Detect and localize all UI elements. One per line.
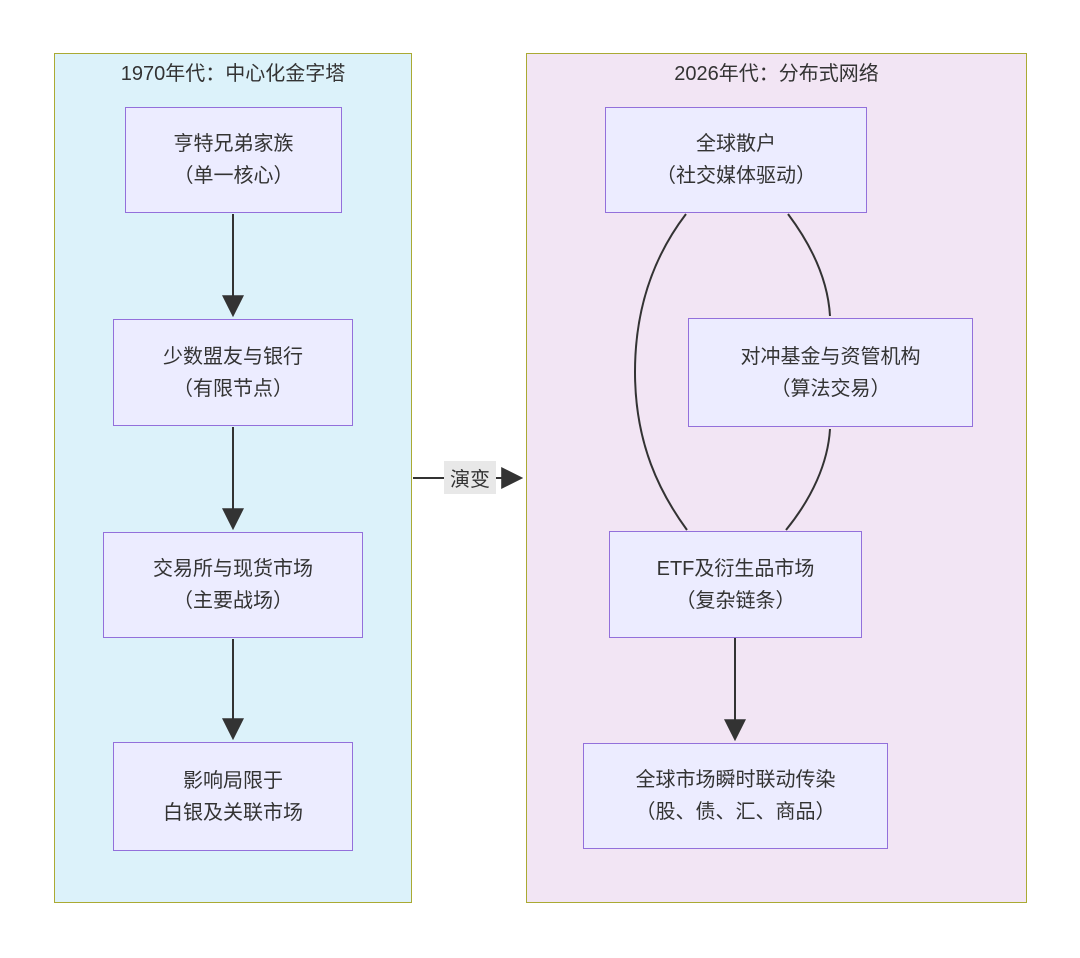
cluster-1970s-title: 1970年代：中心化金字塔 bbox=[120, 63, 346, 85]
node-hunt-family: 亨特兄弟家族 （单一核心） bbox=[125, 107, 342, 213]
node-hedge-funds-line2: （算法交易） bbox=[770, 377, 891, 400]
node-global-retail: 全球散户 （社交媒体驱动） bbox=[605, 107, 867, 213]
evolution-edge-label: 演变 bbox=[444, 461, 496, 494]
node-hunt-family-line1: 亨特兄弟家族 bbox=[173, 133, 294, 155]
node-impact-limited-line1: 影响局限于 bbox=[183, 769, 283, 792]
node-etf-derivatives-line2: （复杂链条） bbox=[675, 589, 796, 612]
node-hedge-funds: 对冲基金与资管机构 （算法交易） bbox=[688, 318, 973, 427]
node-global-contagion-line1: 全球市场瞬时联动传染 bbox=[635, 769, 836, 791]
node-global-contagion: 全球市场瞬时联动传染 （股、债、汇、商品） bbox=[583, 743, 888, 849]
cluster-2026s-title: 2026年代：分布式网络 bbox=[674, 63, 879, 85]
node-allies-banks-line1: 少数盟友与银行 bbox=[163, 345, 303, 368]
node-global-retail-line2: （社交媒体驱动） bbox=[656, 165, 816, 187]
node-hedge-funds-line1: 对冲基金与资管机构 bbox=[740, 345, 921, 368]
node-global-retail-line1: 全球散户 bbox=[696, 133, 776, 155]
node-etf-derivatives-line1: ETF及衍生品市场 bbox=[656, 557, 815, 580]
node-etf-derivatives: ETF及衍生品市场 （复杂链条） bbox=[609, 531, 862, 638]
node-impact-limited-line2: 白银及关联市场 bbox=[163, 801, 303, 824]
node-impact-limited: 影响局限于 白银及关联市场 bbox=[113, 742, 353, 851]
node-hunt-family-line2: （单一核心） bbox=[173, 165, 294, 187]
node-allies-banks-line2: （有限节点） bbox=[173, 377, 293, 400]
node-allies-banks: 少数盟友与银行 （有限节点） bbox=[113, 319, 353, 426]
node-global-contagion-line2: （股、债、汇、商品） bbox=[635, 801, 836, 823]
node-exchanges-spot-line1: 交易所与现货市场 bbox=[153, 558, 313, 580]
node-exchanges-spot: 交易所与现货市场 （主要战场） bbox=[103, 532, 363, 638]
node-exchanges-spot-line2: （主要战场） bbox=[173, 590, 293, 612]
